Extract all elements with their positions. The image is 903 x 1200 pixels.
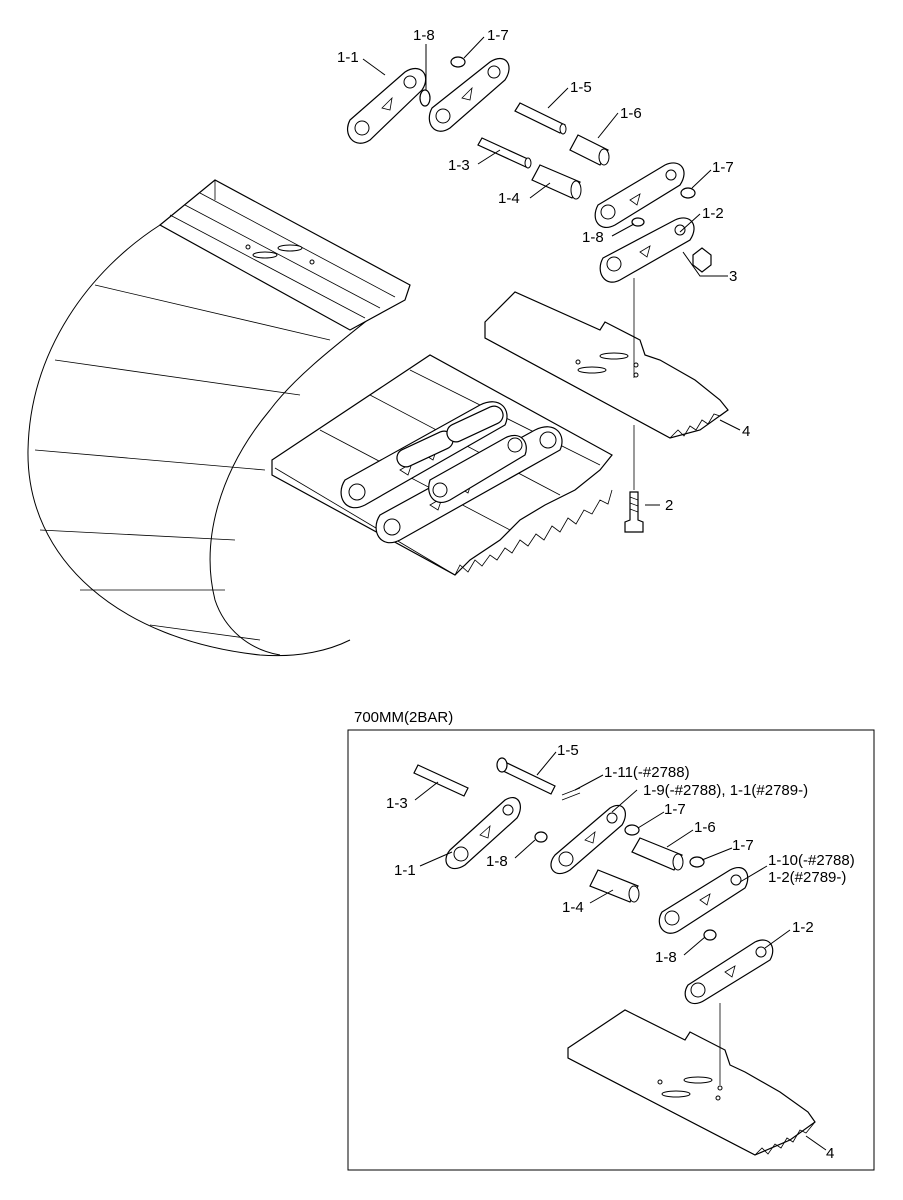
inset-label-1-8b: 1-8: [655, 949, 677, 966]
shoe-4: [484, 291, 729, 439]
track-chain-section: [271, 354, 613, 576]
inset-seal-1-8a: [534, 831, 548, 843]
label-1-8: 1-8: [413, 27, 435, 44]
bushing-1-4: [531, 164, 582, 200]
track-loop: [27, 179, 411, 657]
label-1-7: 1-7: [487, 27, 509, 44]
inset-bushing-1-4: [589, 869, 639, 903]
inset-label-1-8a: 1-8: [486, 853, 508, 870]
link-1-2: [599, 217, 695, 283]
inset-label-1-6: 1-6: [694, 819, 716, 836]
inset-label-1-7b: 1-7: [732, 837, 754, 854]
inset-seal-1-8b: [703, 929, 717, 941]
chain-link: [428, 434, 527, 503]
inset-label-1-4: 1-4: [562, 899, 584, 916]
inset-parts: [413, 757, 816, 1156]
pin-1-5: [514, 102, 567, 135]
inset-cotter-pin: [561, 787, 581, 801]
leader-lines-inset: [414, 751, 827, 1151]
label-4: 4: [742, 423, 750, 440]
inset-pin-1-5: [500, 761, 556, 795]
inset-link-1-10: [658, 867, 749, 934]
inset-pin-1-3: [413, 764, 469, 797]
inset-label-1-2b: 1-2(#2789-): [768, 869, 846, 886]
inset-label-1-2: 1-2: [792, 919, 814, 936]
bolt-2: [624, 491, 644, 533]
link-1-1b: [428, 57, 510, 132]
inset-label-1-7a: 1-7: [664, 801, 686, 818]
inset-seal-1-7b: [689, 856, 705, 868]
label-1-4: 1-4: [498, 190, 520, 207]
label-1-2: 1-2: [702, 205, 724, 222]
nut-3: [682, 247, 728, 277]
inset-link-1-2: [684, 939, 774, 1005]
labels-inset: 1-5 1-11(-#2788) 1-9(-#2788), 1-1(#2789-…: [386, 742, 855, 1162]
inset-label-1-11: 1-11(-#2788): [604, 764, 690, 781]
label-1-1: 1-1: [337, 49, 359, 66]
label-2: 2: [665, 497, 673, 514]
link-1-2-upper: [594, 162, 685, 228]
leader-lines-top: [362, 36, 741, 506]
inset-label-4: 4: [826, 1145, 834, 1162]
inset-link-1-1: [445, 797, 521, 870]
inset-label-1-3: 1-3: [386, 795, 408, 812]
inset-bushing-1-6: [631, 837, 683, 871]
pin-1-3: [477, 137, 532, 169]
label-1-3: 1-3: [448, 157, 470, 174]
label-1-5: 1-5: [570, 79, 592, 96]
seal-1-7: [450, 56, 466, 68]
inset-label-1-5: 1-5: [557, 742, 579, 759]
label-1-6: 1-6: [620, 105, 642, 122]
bushing-1-6: [569, 134, 610, 166]
label-1-8b: 1-8: [582, 229, 604, 246]
inset-label-1-9: 1-9(-#2788), 1-1(#2789-): [643, 782, 808, 799]
inset-label-1-10: 1-10(-#2788): [768, 852, 855, 869]
inset-seal-1-7a: [624, 824, 640, 836]
inset-label-1-1: 1-1: [394, 862, 416, 879]
inset-frame: [347, 729, 875, 1171]
inset-link-1-9: [550, 804, 626, 875]
link-1-1: [347, 67, 427, 144]
inset-title: 700MM(2BAR): [354, 709, 453, 726]
label-1-7b: 1-7: [712, 159, 734, 176]
seal-1-7b: [680, 187, 696, 199]
seal-1-8: [419, 89, 431, 107]
label-3: 3: [729, 268, 737, 285]
labels-top: 1-1 1-8 1-7 1-5 1-6 1-3 1-4 1-7 1-2 1-8 …: [337, 27, 750, 514]
inset-shoe-4: [567, 1009, 816, 1156]
seal-1-8b: [631, 217, 645, 227]
